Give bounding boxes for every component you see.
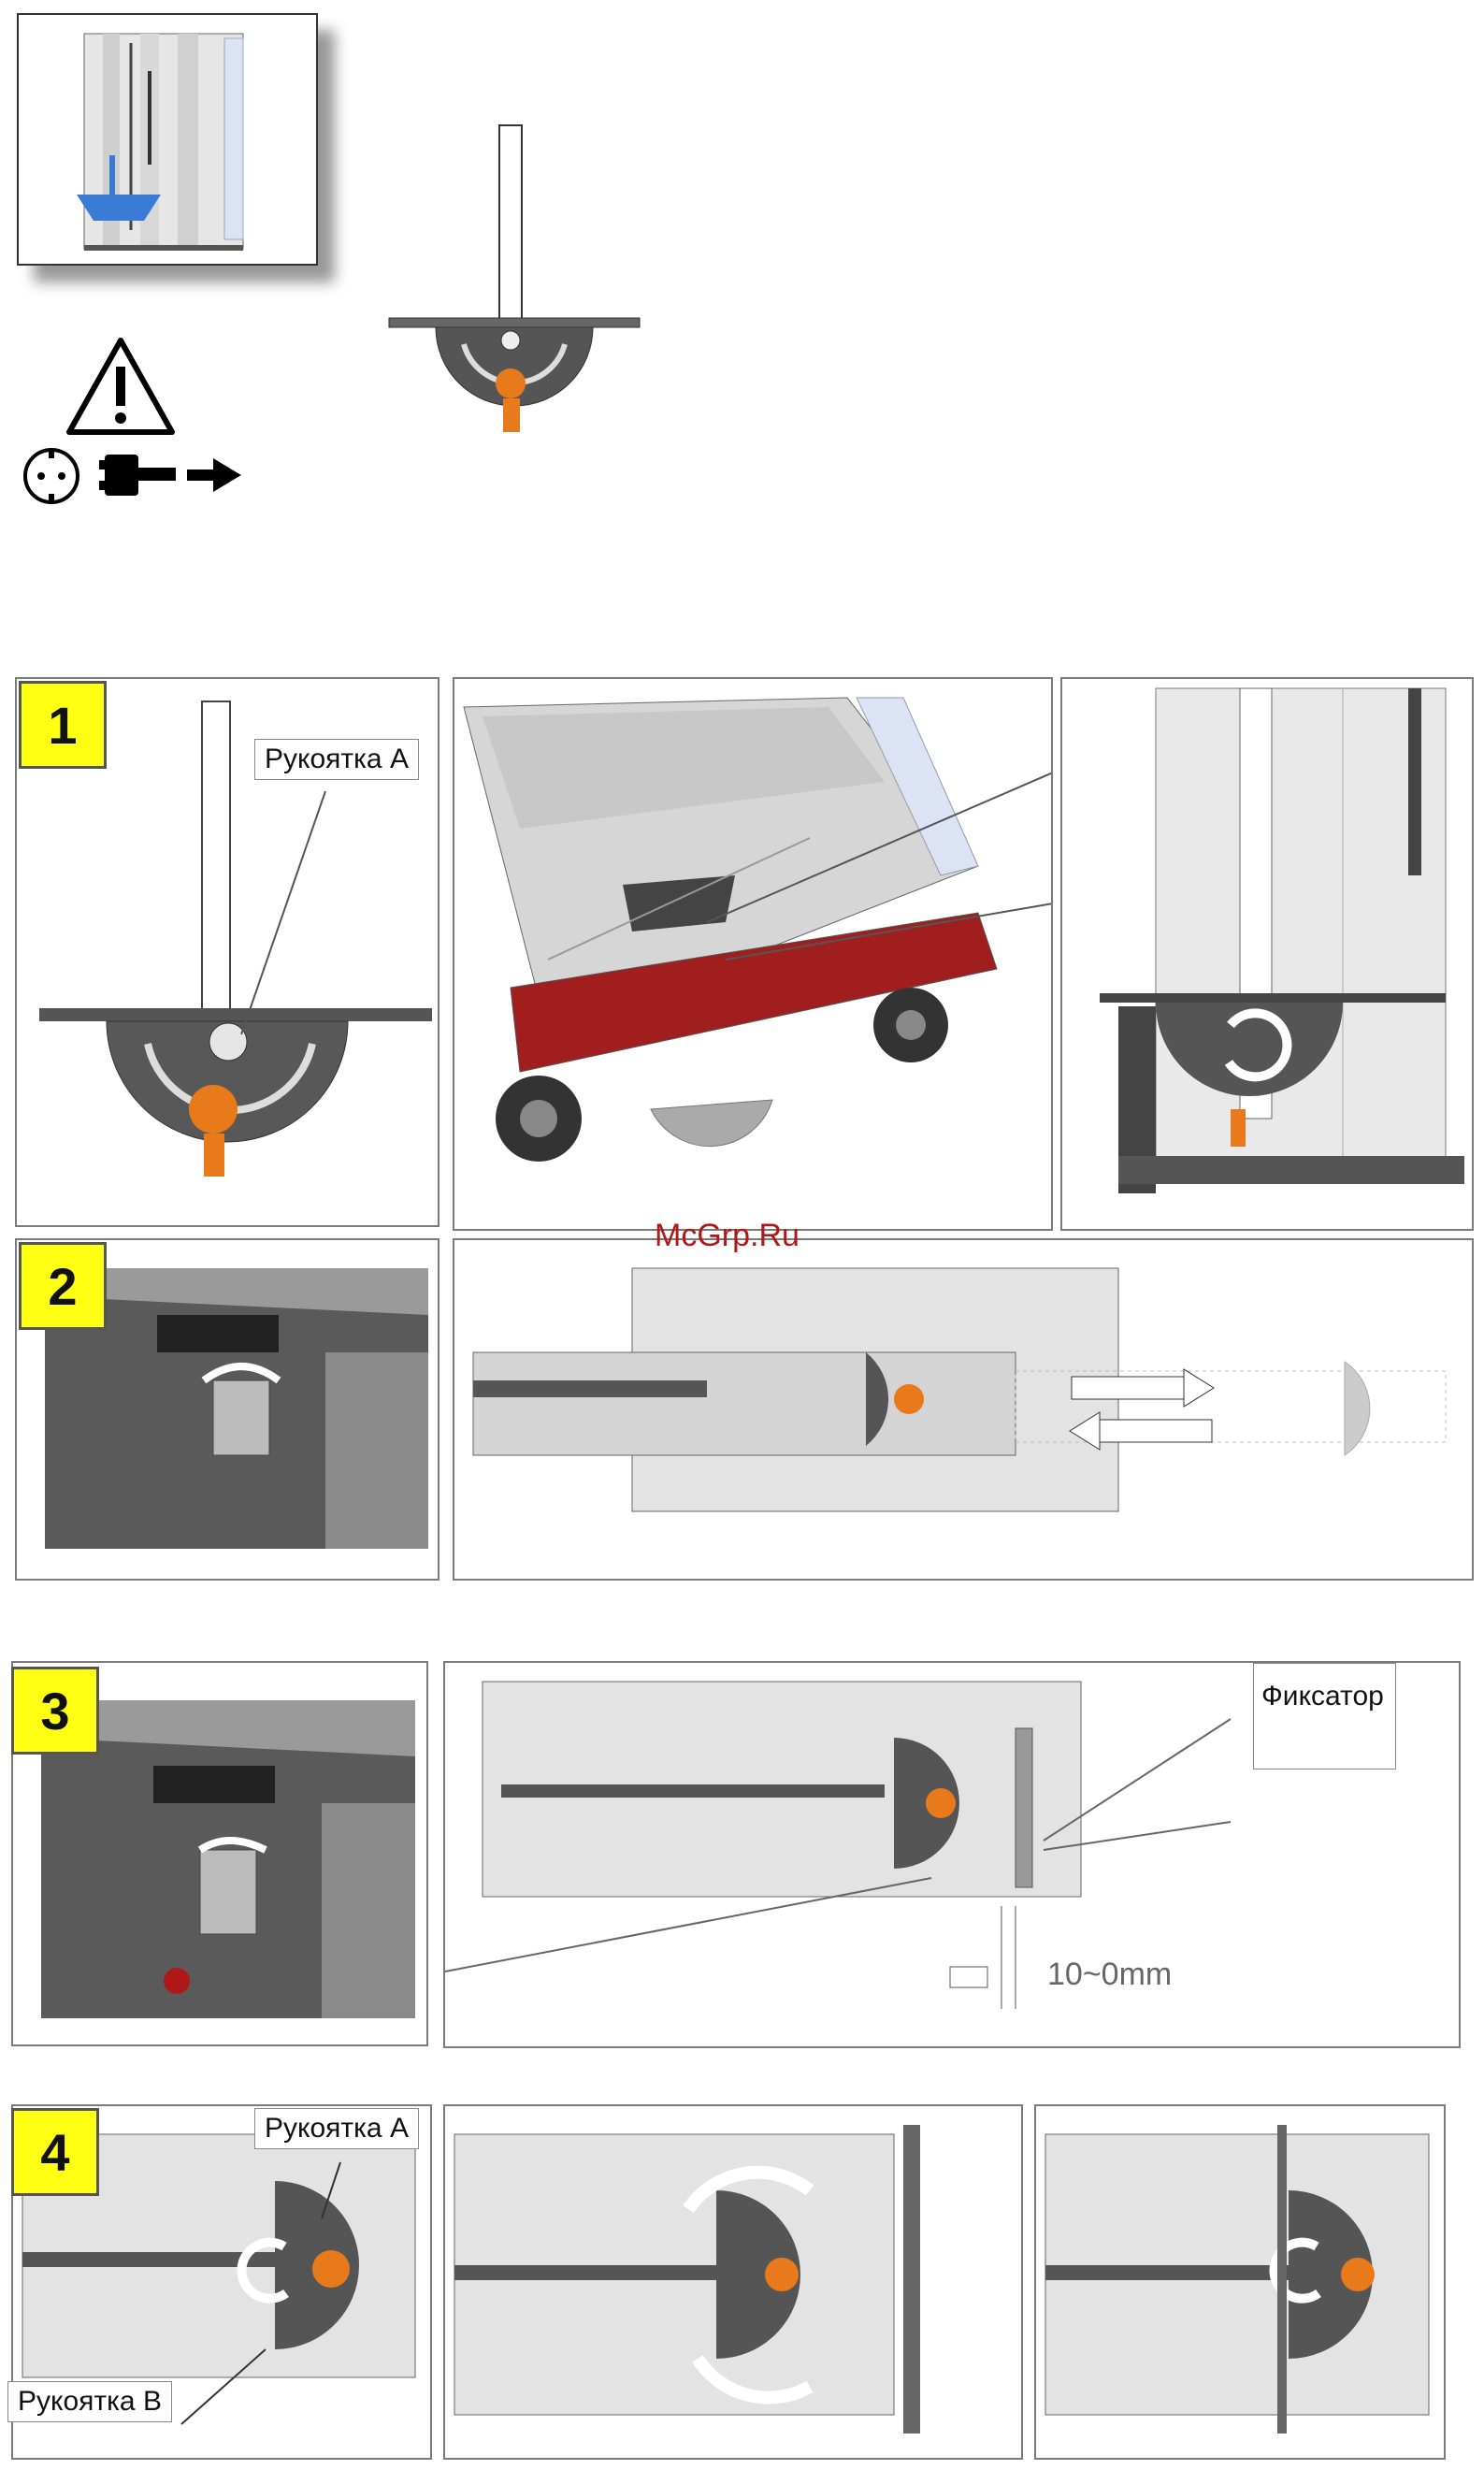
saw-thumbnail — [19, 15, 316, 264]
handle-b-callout-step4: Рукоятка В — [7, 2381, 172, 2422]
warning-icon — [64, 335, 178, 440]
step-badge-4: 4 — [11, 2108, 99, 2196]
step1-panel-rail-rotate — [1060, 677, 1474, 1231]
dimension-label: 10~0mm — [1047, 1957, 1172, 1993]
arrow-right-icon — [185, 456, 243, 494]
step1-panel-saw-tilted — [453, 677, 1053, 1231]
step2-panel-slide-rail — [453, 1238, 1474, 1581]
handle-a-callout-step4: Рукоятка А — [254, 2108, 419, 2149]
step-badge-2: 2 — [19, 1242, 107, 1330]
lock-callout: Фиксатор — [1253, 1663, 1396, 1769]
miter-gauge-illustration — [383, 122, 645, 449]
power-socket-icon — [21, 445, 82, 507]
step4-panel-locked — [1034, 2104, 1446, 2460]
step-badge-3: 3 — [11, 1667, 99, 1755]
step-badge-1: 1 — [19, 681, 107, 769]
watermark: McGrp.Ru — [655, 1218, 800, 1254]
unplug-icon — [92, 451, 178, 499]
handle-a-callout-step1: Рукоятка А — [254, 739, 419, 780]
step4-panel-rotate-both — [443, 2104, 1023, 2460]
thumbnail-frame — [17, 13, 318, 266]
